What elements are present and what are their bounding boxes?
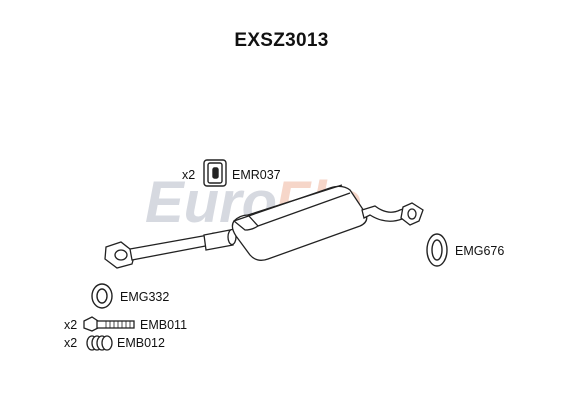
part-qty-emb012: x2 — [64, 336, 78, 350]
silencer-box — [231, 184, 368, 261]
gasket-icon-small — [91, 283, 113, 309]
part-code-emb011: EMB011 — [140, 318, 188, 332]
part-code-emr037: EMR037 — [232, 168, 281, 182]
part-code-emg332: EMG332 — [120, 290, 170, 304]
rubber-hanger-icon — [203, 159, 227, 187]
part-qty-emb011: x2 — [64, 318, 78, 332]
front-pipe — [129, 228, 237, 261]
page-title: EXSZ3013 — [234, 30, 329, 51]
spring-icon — [86, 335, 113, 351]
part-qty-emr037: x2 — [182, 168, 196, 182]
outlet-flange — [400, 202, 424, 226]
bolt-icon — [83, 316, 135, 332]
part-code-emb012: EMB012 — [117, 336, 165, 350]
inlet-flange — [104, 241, 136, 269]
gasket-icon-large — [426, 233, 448, 267]
part-code-emg676: EMG676 — [455, 244, 505, 258]
